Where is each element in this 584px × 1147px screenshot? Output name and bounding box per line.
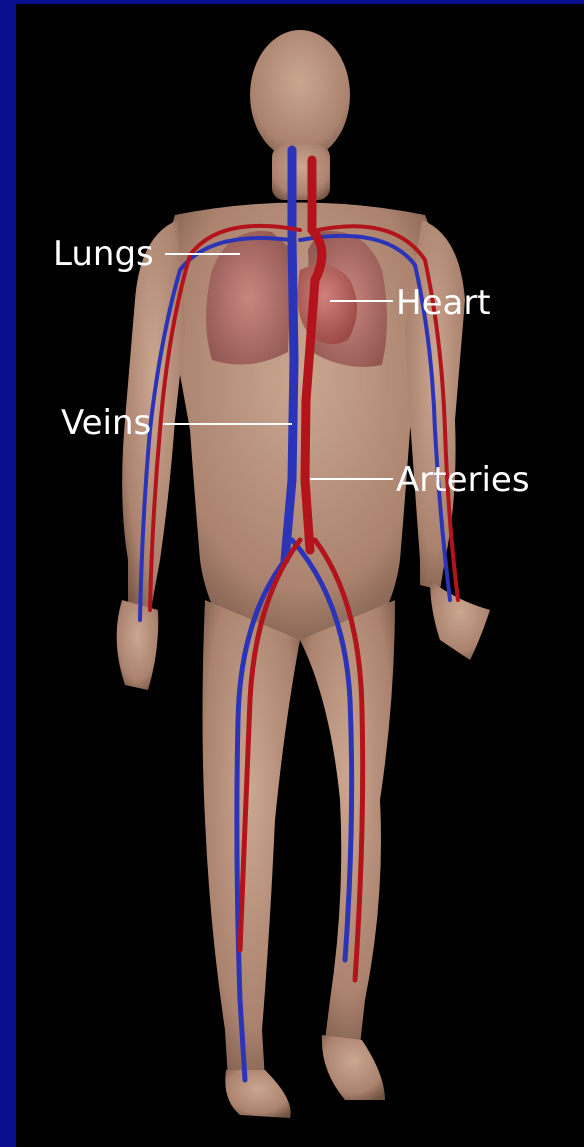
body-silhouette xyxy=(117,30,490,1118)
label-arteries: Arteries xyxy=(396,460,530,500)
right-hand xyxy=(430,580,490,660)
neck xyxy=(272,145,330,200)
label-heart: Heart xyxy=(396,283,491,323)
left-hand xyxy=(117,600,159,690)
left-foot xyxy=(225,1070,290,1118)
head xyxy=(250,30,350,160)
label-veins: Veins xyxy=(61,403,151,443)
label-lungs: Lungs xyxy=(53,234,154,274)
right-foot xyxy=(322,1035,385,1100)
